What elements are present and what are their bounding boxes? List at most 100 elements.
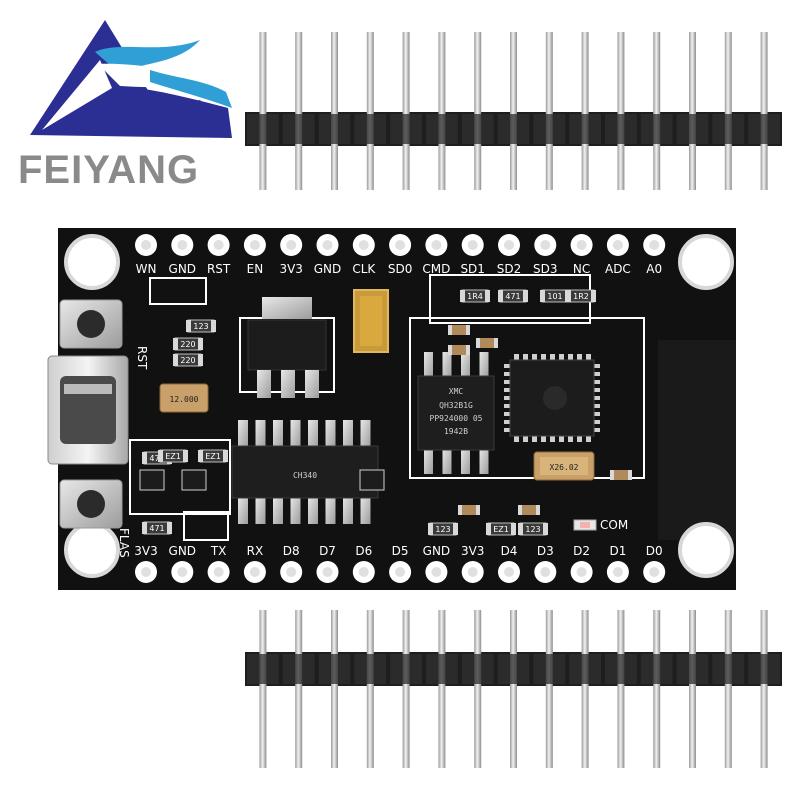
bottom-pad-hole	[177, 567, 188, 577]
top-pad-hole	[504, 240, 514, 250]
bottom-pin-label: D5	[392, 544, 409, 558]
smd-code: 1R4	[467, 292, 483, 301]
chip-leg	[255, 420, 266, 448]
qfn-leg	[504, 380, 512, 384]
smd-code: 471	[505, 292, 520, 301]
small-crystal: 12.000	[159, 383, 209, 413]
smd-terminal	[142, 452, 147, 464]
top-header-pin-shadow	[259, 110, 267, 148]
smd-terminal	[167, 522, 172, 534]
qfn-leg	[592, 396, 600, 400]
chip-leg	[238, 420, 248, 448]
bottom-pin-label: D8	[283, 544, 300, 558]
smd-code: 220	[180, 356, 195, 365]
usb-serial-chip: CH340	[231, 420, 379, 524]
bottom-header-pin	[689, 610, 696, 768]
top-pad-hole	[358, 240, 369, 250]
smd-code: 101	[547, 292, 562, 301]
bottom-header-pin-shadow	[724, 650, 732, 688]
qfn-leg	[504, 396, 512, 400]
bottom-pin-label: D0	[646, 544, 663, 558]
smd-code: 471	[149, 524, 164, 533]
smd-terminal	[486, 523, 491, 535]
qfn-leg	[592, 420, 600, 424]
bottom-pad-hole	[213, 567, 224, 577]
smd-code: 220	[180, 340, 195, 349]
top-header-pin-shadow	[402, 110, 410, 148]
bottom-pin-label: D3	[537, 544, 554, 558]
top-pad-hole	[286, 240, 297, 250]
bottom-header-pin	[617, 610, 625, 768]
top-pin-header	[245, 32, 782, 190]
smd-terminal	[198, 338, 203, 350]
smd-terminal	[494, 338, 498, 348]
bottom-header-pin-shadow	[259, 650, 267, 688]
top-pad-hole	[576, 240, 587, 250]
smd-terminal	[458, 505, 462, 515]
smd-terminal	[476, 505, 480, 515]
top-pad-hole	[467, 240, 478, 250]
qfn-leg	[559, 434, 564, 442]
main-crystal: X26.02	[533, 451, 595, 481]
qfn-leg	[592, 372, 600, 376]
com-label: COM	[600, 518, 628, 532]
smd-terminal	[485, 290, 490, 302]
qfn-leg	[586, 354, 591, 362]
qfn-leg	[577, 354, 582, 362]
top-pin-label: NC	[573, 262, 590, 276]
top-pad-hole	[322, 240, 333, 250]
top-header-pin-shadow	[617, 110, 625, 148]
smd-terminal	[476, 338, 480, 348]
top-header-pin-shadow	[724, 110, 732, 148]
bottom-header-pin	[402, 610, 410, 768]
bottom-pin-label: D2	[573, 544, 590, 558]
chip-leg	[325, 420, 336, 448]
bottom-pad-hole	[540, 567, 551, 577]
qfn-leg	[504, 428, 512, 432]
top-header-pin-shadow	[545, 110, 553, 148]
bottom-header-pin-shadow	[510, 650, 517, 688]
top-pin-label: SD3	[533, 262, 558, 276]
top-header-pin-shadow	[474, 110, 482, 148]
top-header-pin-shadow	[689, 110, 696, 148]
qfn-leg	[568, 434, 573, 442]
qfn-leg	[514, 354, 519, 362]
chip-leg	[479, 352, 489, 378]
top-header-pin-shadow	[295, 110, 303, 148]
qfn-leg	[523, 434, 528, 442]
bottom-header-pin	[760, 610, 768, 768]
top-pin-label: 3V3	[279, 262, 302, 276]
smd-terminal	[448, 325, 452, 335]
qfn-leg	[592, 388, 600, 392]
flash-button[interactable]	[59, 479, 123, 529]
bottom-pad-hole	[322, 567, 333, 577]
bottom-pin-label: D7	[319, 544, 336, 558]
smd-terminal	[173, 338, 178, 350]
chip-leg	[479, 448, 489, 474]
top-pin-label: WN	[136, 262, 157, 276]
smd-terminal	[511, 523, 516, 535]
flash-line-1: XMC	[449, 387, 464, 396]
smd-terminal	[540, 290, 545, 302]
reset-button[interactable]	[59, 299, 123, 349]
smd-terminal	[628, 470, 632, 480]
smd-capacitor	[450, 325, 468, 335]
top-pin-label: GND	[314, 262, 342, 276]
bottom-header-pin	[259, 610, 267, 768]
top-header-pin-shadow	[581, 110, 589, 148]
flash-line-4: 1942B	[444, 427, 468, 436]
chip-leg	[424, 448, 433, 474]
qfn-leg	[592, 412, 600, 416]
qfn-leg	[541, 434, 546, 442]
top-pin-label: ADC	[605, 262, 631, 276]
bottom-header-pin	[653, 610, 661, 768]
pcb-board: CH340 XMC QH32B1G PP924000 05 1942B	[47, 228, 736, 590]
smd-capacitor	[478, 338, 496, 348]
status-led	[573, 519, 597, 531]
bottom-pin-label: GND	[169, 544, 197, 558]
smd-terminal	[610, 470, 614, 480]
